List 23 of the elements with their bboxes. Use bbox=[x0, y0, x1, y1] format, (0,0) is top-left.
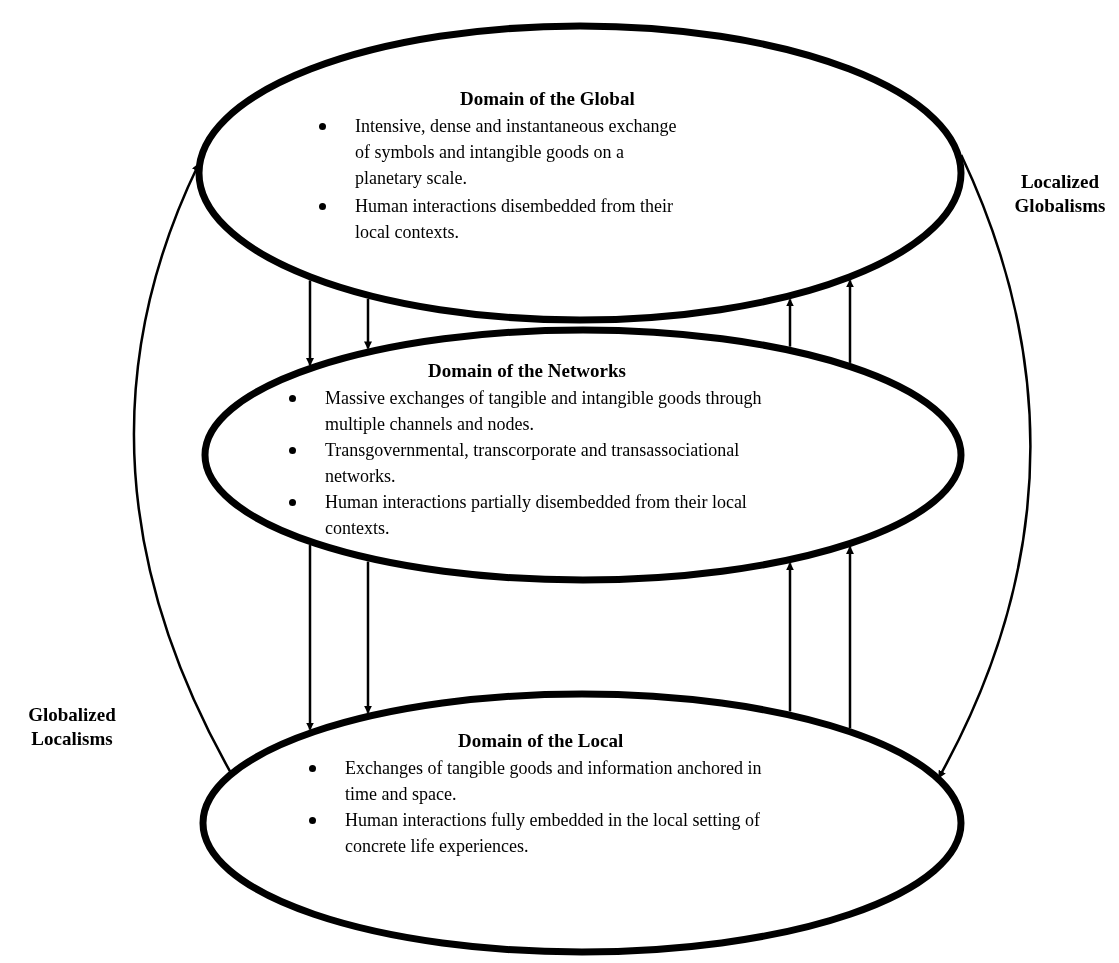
arrow bbox=[846, 546, 854, 729]
arrow bbox=[364, 561, 372, 714]
bullet-text: Transgovernmental, transcorporate and transassociational networks. bbox=[325, 439, 741, 488]
domain-ellipse bbox=[200, 691, 964, 955]
arrow bbox=[306, 545, 314, 731]
domain-ellipse bbox=[196, 23, 964, 323]
arrow bbox=[364, 298, 372, 350]
domain-heading: Domain of the Local bbox=[458, 730, 624, 752]
arrow bbox=[786, 298, 794, 347]
domain-ellipse bbox=[202, 327, 964, 583]
bullet-text: Human interactions fully embedded in the local setting of concrete life experiences. bbox=[345, 809, 761, 858]
bullet-text: Exchanges of tangible goods and information anchored in time and space. bbox=[345, 757, 763, 806]
bullet-text: Intensive, dense and instantaneous exchange of symbols and intangible goods on a planetary scale. bbox=[355, 115, 678, 190]
arrow bbox=[306, 280, 314, 366]
domain-heading: Domain of the Networks bbox=[428, 360, 626, 382]
domain-heading: Domain of the Global bbox=[460, 88, 635, 110]
arrow bbox=[937, 154, 1032, 779]
bullet-text: Massive exchanges of tangible and intangible goods through multiple channels and nodes. bbox=[325, 387, 763, 436]
arrow bbox=[846, 279, 854, 363]
bullet-text: Human interactions disembedded from their local contexts. bbox=[355, 195, 674, 244]
arrow bbox=[786, 562, 794, 712]
bullet-text: Human interactions partially disembedded from their local contexts. bbox=[325, 491, 748, 540]
arrow bbox=[133, 163, 232, 773]
